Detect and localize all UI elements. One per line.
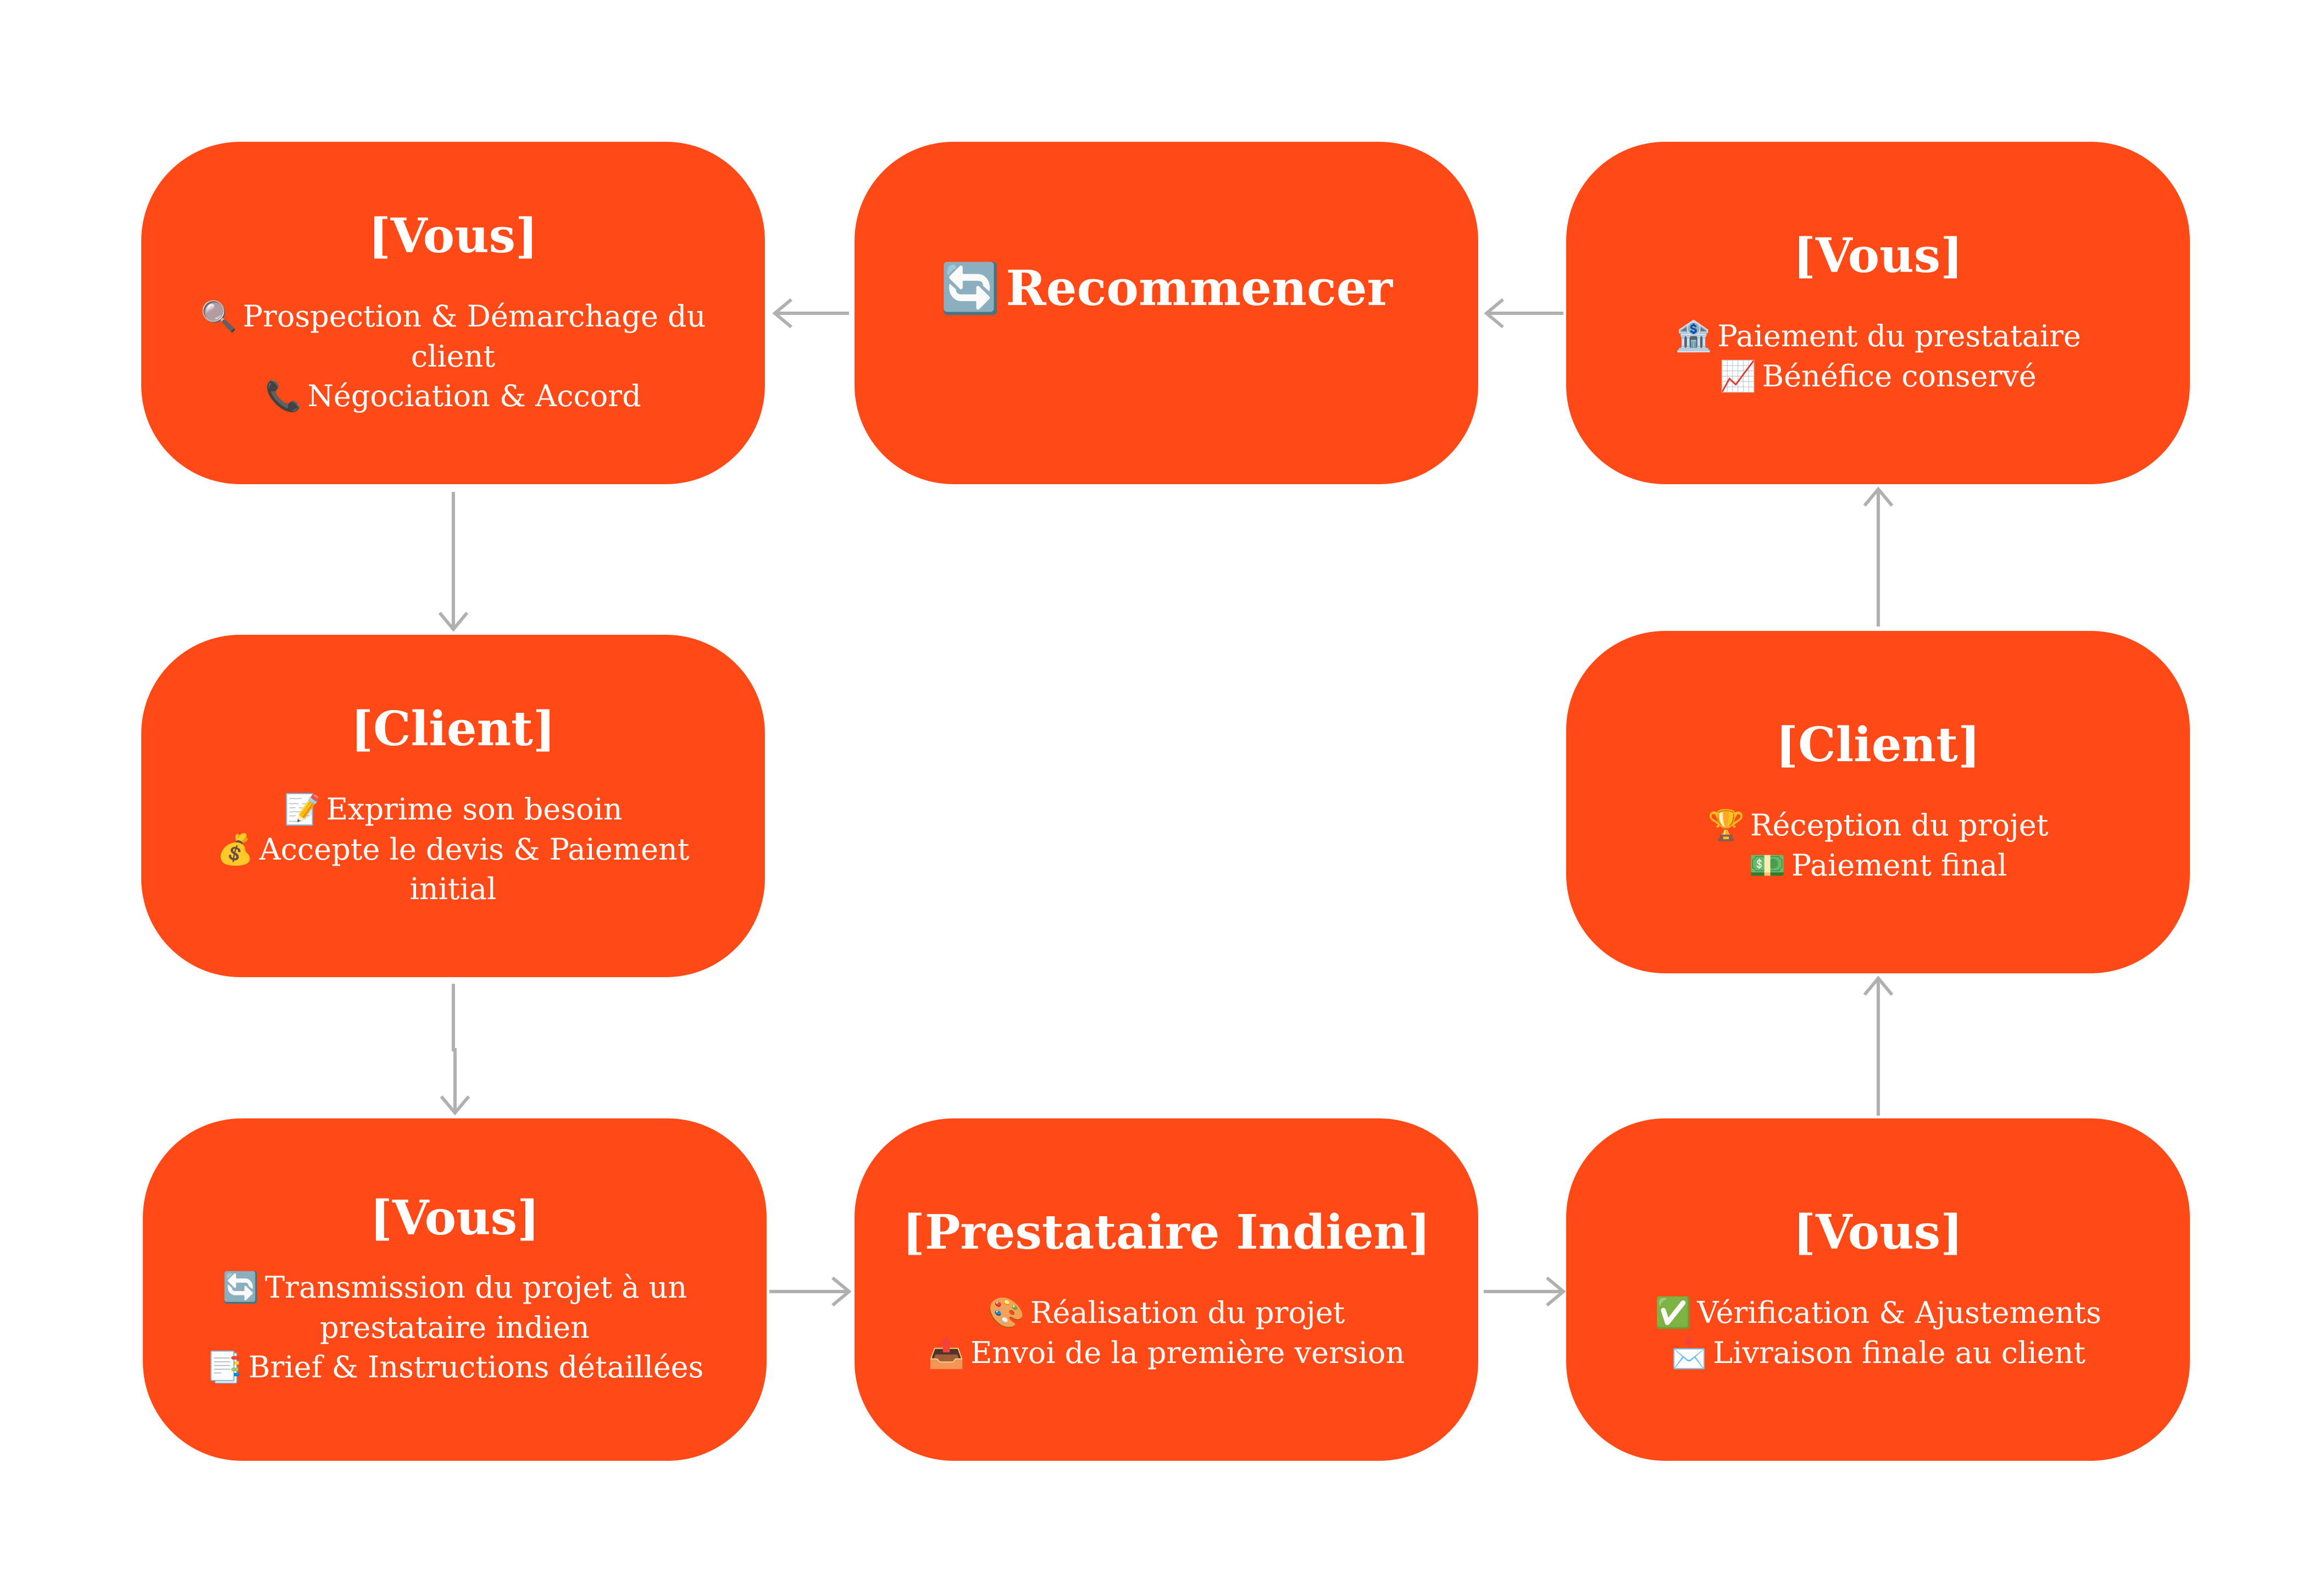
node-line: 🔄Transmission du projet à un prestataire…: [187, 1268, 723, 1348]
arrow-transmission-to-prestataire: [769, 1276, 852, 1307]
node-title: [Prestataire Indien]: [902, 1205, 1430, 1261]
node-title: [Client]: [1776, 717, 1980, 773]
node-lines: 🔍Prospection & Démarchage du client 📞Nég…: [174, 297, 732, 417]
arrow-verification-to-reception: [1863, 976, 1894, 1116]
node-vous-verification: [Vous] ✅Vérification & Ajustements 📩Livr…: [1566, 1118, 2190, 1461]
money-bag-icon: 💰: [217, 832, 254, 867]
node-lines: 📝Exprime son besoin 💰Accepte le devis & …: [174, 790, 732, 910]
arrow-reception-to-paiement: [1863, 486, 1894, 627]
banknote-icon: 💵: [1749, 847, 1786, 883]
node-line: 📈Bénéfice conservé: [1675, 357, 2081, 397]
node-line: 🎨Réalisation du projet: [928, 1293, 1405, 1333]
node-line: 💰Accepte le devis & Paiement initial: [174, 830, 732, 910]
envelope-icon: 📩: [1670, 1335, 1708, 1370]
node-line: ✅Vérification & Ajustements: [1655, 1293, 2101, 1333]
node-recommencer: 🔄Recommencer: [855, 142, 1478, 484]
outbox-tray-icon: 📤: [928, 1335, 965, 1370]
refresh-icon: 🔄: [222, 1270, 260, 1305]
phone-icon: 📞: [265, 379, 302, 414]
node-line: 📑Brief & Instructions détaillées: [187, 1348, 723, 1388]
node-line: 🏦Paiement du prestataire: [1675, 317, 2081, 357]
palette-icon: 🎨: [987, 1295, 1025, 1331]
node-title: [Client]: [351, 701, 556, 757]
arrow-prospection-to-client: [438, 492, 469, 632]
check-mark-icon: ✅: [1655, 1295, 1692, 1331]
node-line: 🏆Réception du projet: [1708, 806, 2049, 846]
arrow-recommencer-to-prospection: [772, 298, 849, 329]
node-line: 📞Négociation & Accord: [174, 376, 732, 417]
arrow-client-to-transmission: [440, 984, 470, 1116]
node-vous-transmission: [Vous] 🔄Transmission du projet à un pres…: [143, 1118, 767, 1461]
chart-up-icon: 📈: [1719, 358, 1757, 394]
node-lines: 🏆Réception du projet 💵Paiement final: [1708, 806, 2049, 886]
node-lines: ✅Vérification & Ajustements 📩Livraison f…: [1655, 1293, 2101, 1373]
node-line: 📩Livraison finale au client: [1655, 1333, 2101, 1373]
node-vous-paiement: [Vous] 🏦Paiement du prestataire 📈Bénéfic…: [1566, 142, 2190, 484]
node-title: [Vous]: [1793, 1205, 1963, 1261]
cycle-arrows-icon: 🔄: [940, 259, 1001, 317]
document-icon: 📑: [206, 1350, 243, 1385]
trophy-icon: 🏆: [1707, 808, 1745, 843]
node-client-besoin: [Client] 📝Exprime son besoin 💰Accepte le…: [141, 635, 765, 977]
node-client-reception: [Client] 🏆Réception du projet 💵Paiement …: [1566, 631, 2190, 973]
node-lines: 🔄Transmission du projet à un prestataire…: [187, 1268, 723, 1388]
bank-icon: 🏦: [1675, 319, 1712, 354]
node-lines: 🏦Paiement du prestataire 📈Bénéfice conse…: [1675, 317, 2081, 397]
node-line: 🔍Prospection & Démarchage du client: [174, 297, 732, 377]
node-line: 📝Exprime son besoin: [174, 790, 732, 830]
node-title: [Vous]: [368, 208, 538, 264]
node-title: 🔄Recommencer: [940, 259, 1393, 317]
node-vous-prospection: [Vous] 🔍Prospection & Démarchage du clie…: [141, 142, 765, 484]
arrow-prestataire-to-verification: [1484, 1276, 1566, 1307]
node-prestataire: [Prestataire Indien] 🎨Réalisation du pro…: [855, 1118, 1478, 1461]
memo-icon: 📝: [284, 791, 321, 827]
node-line: 📤Envoi de la première version: [928, 1333, 1405, 1373]
magnifier-icon: 🔍: [200, 298, 237, 334]
node-title: [Vous]: [370, 1190, 540, 1246]
node-lines: 🎨Réalisation du projet 📤Envoi de la prem…: [928, 1293, 1405, 1373]
node-line: 💵Paiement final: [1708, 846, 2049, 886]
node-title: [Vous]: [1793, 228, 1963, 284]
arrow-paiement-to-recommencer: [1484, 298, 1563, 329]
